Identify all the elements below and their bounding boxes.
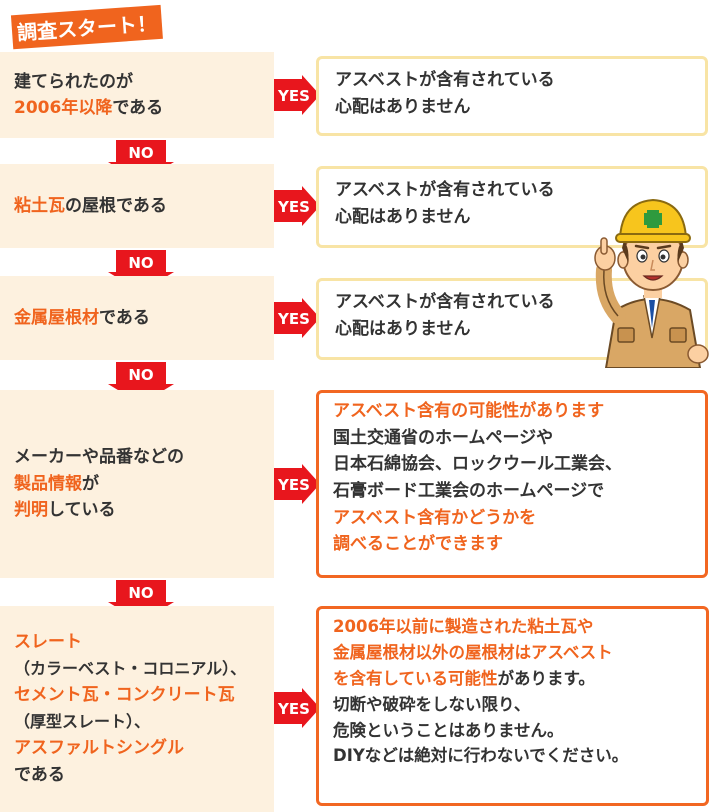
answer-4-line3: 日本石綿協会、ロックウール工業会、: [333, 454, 622, 475]
answer-2-line2: 心配はありません: [335, 207, 471, 228]
answer-5-line3-tail: があります。: [497, 668, 595, 688]
answer-4: アスベスト含有の可能性があります 国土交通省のホームページや 日本石綿協会、ロッ…: [316, 390, 708, 578]
answer-1-line2: 心配はありません: [335, 97, 471, 118]
question-1-line1: 建てられたのが: [14, 71, 133, 92]
question-2-tail: の屋根である: [65, 195, 167, 216]
answer-4-line1: アスベスト含有の可能性があります: [333, 401, 605, 421]
question-1: 建てられたのが 2006年以降である: [0, 52, 274, 138]
question-4-highlight-2: 判明: [14, 500, 48, 521]
yes-arrow-icon: YES: [274, 75, 320, 115]
yes-arrow-icon: YES: [274, 688, 320, 728]
answer-1-line1: アスベストが含有されている: [335, 70, 555, 90]
no-label: NO: [128, 584, 153, 602]
question-3-highlight: 金属屋根材: [14, 307, 99, 328]
question-3-tail: である: [99, 307, 150, 328]
answer-2-line1: アスベストが含有されている: [335, 180, 555, 200]
question-5-line3: セメント瓦・コンクリート瓦: [14, 684, 235, 705]
yes-arrow-icon: YES: [274, 464, 320, 504]
question-4-highlight-1: 製品情報: [14, 473, 82, 494]
answer-5-line6: DIYなどは絶対に行わないでください。: [333, 746, 629, 766]
question-2-highlight: 粘土瓦: [14, 195, 65, 216]
question-5: スレート （カラーベスト・コロニアル）、 セメント瓦・コンクリート瓦 （厚型スレ…: [0, 606, 274, 812]
answer-1: アスベストが含有されている 心配はありません: [316, 56, 708, 136]
answer-3-line1: アスベストが含有されている: [335, 292, 555, 312]
question-1-highlight: 2006年以降: [14, 98, 113, 118]
yes-arrow-icon: YES: [274, 186, 320, 226]
question-2: 粘土瓦の屋根である: [0, 164, 274, 248]
question-5-line5: アスファルトシングル: [14, 737, 184, 758]
yes-label: YES: [277, 87, 310, 105]
yes-label: YES: [277, 310, 310, 328]
answer-5: 2006年以前に製造された粘土瓦や 金属屋根材以外の屋根材はアスベスト を含有し…: [316, 606, 709, 806]
answer-3-line2: 心配はありません: [335, 319, 471, 340]
question-1-tail: である: [112, 98, 164, 118]
start-tag: 調査スタート！: [8, 4, 168, 52]
yes-label: YES: [277, 198, 310, 216]
question-4: メーカーや品番などの 製品情報が 判明している: [0, 390, 274, 578]
answer-5-line4: 切断や破砕をしない限り、: [333, 694, 531, 714]
answer-4-line4: 石膏ボード工業会のホームページで: [333, 481, 605, 502]
question-5-line2: （カラーベスト・コロニアル）、: [14, 659, 247, 679]
no-label: NO: [128, 144, 153, 162]
answer-5-line3-highlight: を含有している可能性: [333, 668, 498, 688]
question-4-tail-1: が: [82, 473, 99, 494]
yes-arrow-icon: YES: [274, 298, 320, 338]
yes-label: YES: [277, 476, 310, 494]
answer-4-line6: 調べることができます: [333, 534, 503, 555]
question-4-tail-2: している: [48, 500, 116, 521]
yes-label: YES: [277, 700, 310, 718]
no-label: NO: [128, 366, 153, 384]
answer-4-line2: 国土交通省のホームページや: [333, 427, 554, 448]
answer-5-line5: 危険ということはありません。: [333, 720, 564, 740]
answer-5-line2: 金属屋根材以外の屋根材はアスベスト: [333, 642, 613, 662]
question-5-line1: スレート: [14, 632, 82, 653]
question-4-line1: メーカーや品番などの: [14, 447, 184, 468]
answer-4-line5: アスベスト含有かどうかを: [333, 507, 537, 528]
construction-worker-icon: [594, 188, 711, 369]
question-3: 金属屋根材である: [0, 276, 274, 360]
no-label: NO: [128, 254, 153, 272]
question-5-line4: （厚型スレート）、: [14, 712, 151, 731]
answer-5-line1: 2006年以前に製造された粘土瓦や: [333, 617, 594, 636]
question-5-line6: である: [14, 764, 65, 785]
